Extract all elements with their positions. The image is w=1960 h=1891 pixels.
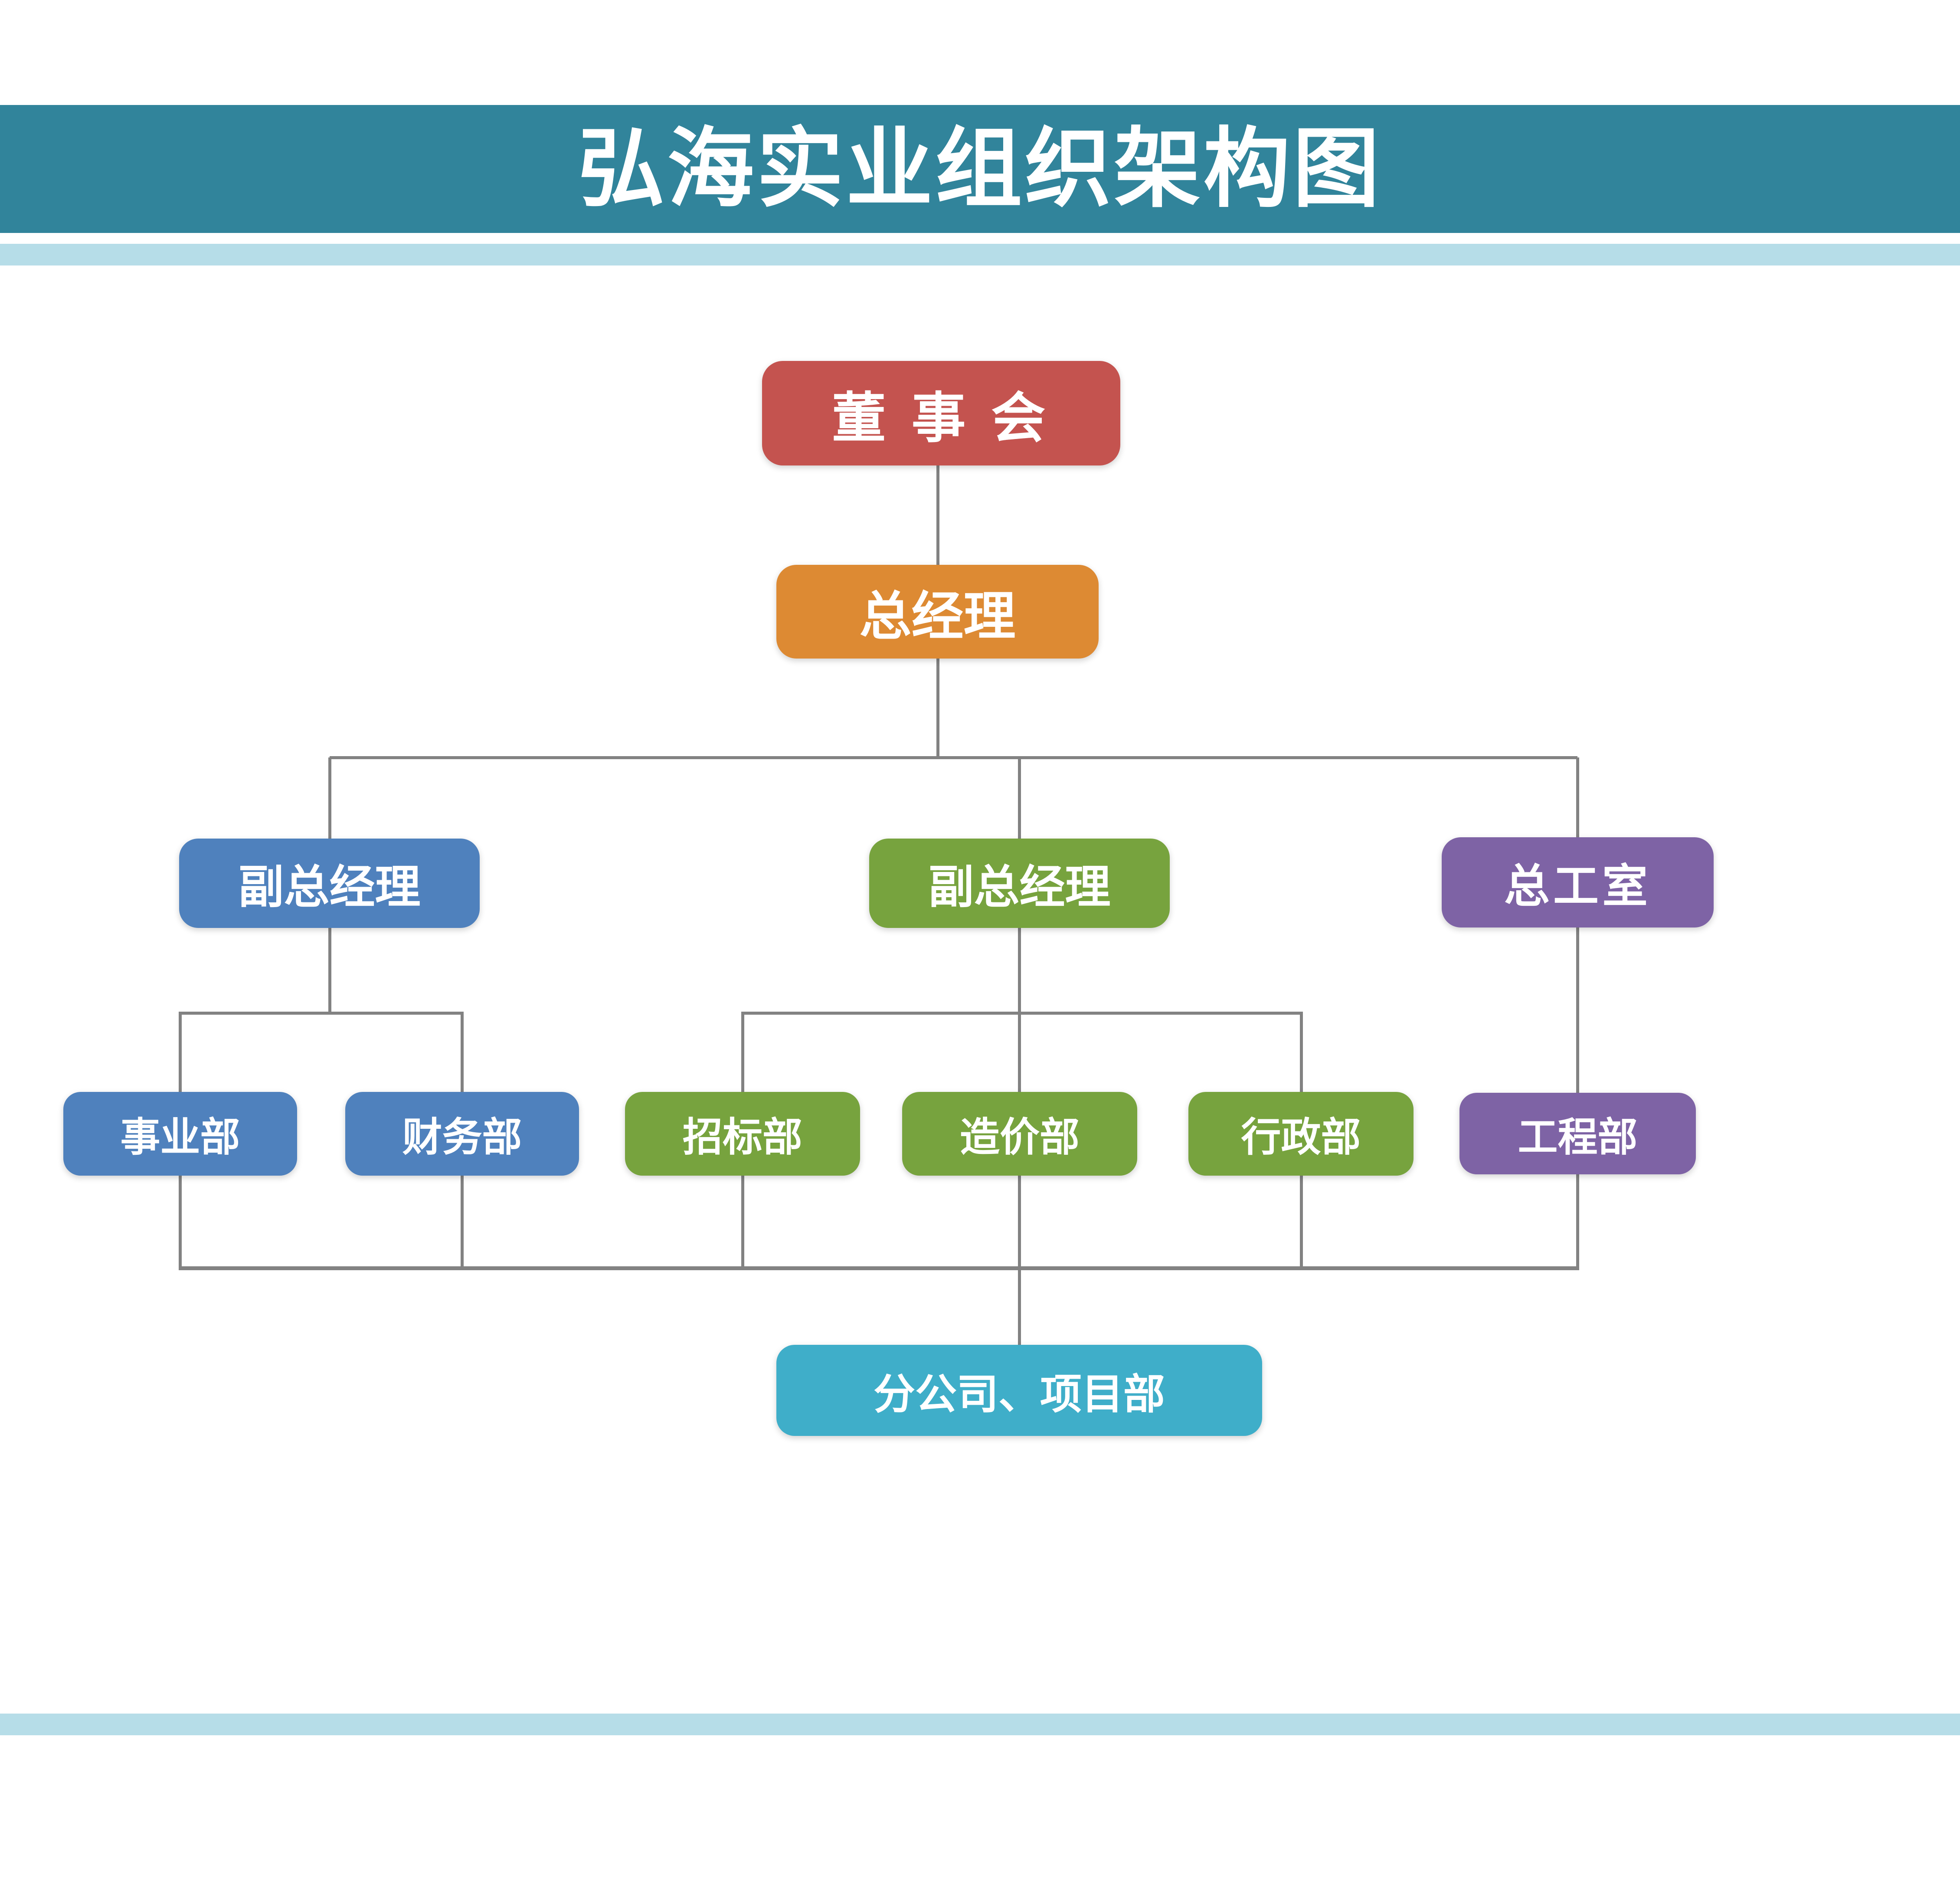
node-chief-engineer-office-label: 总工室 <box>1504 861 1651 912</box>
node-dept-cost-label: 造价部 <box>959 1115 1080 1160</box>
node-general-manager: 总经理 <box>776 565 1099 659</box>
node-dept-business-label: 事业部 <box>120 1115 240 1160</box>
node-dept-admin-label: 行政部 <box>1241 1115 1361 1160</box>
connector-line <box>1300 1012 1303 1093</box>
node-branch: 分公司、项目部 <box>776 1345 1262 1436</box>
node-deputy-gm-mid: 副总经理 <box>869 839 1170 928</box>
connector-line <box>179 1012 182 1093</box>
node-deputy-gm-mid-label: 副总经理 <box>928 862 1111 913</box>
node-board-label: 董 事 会 <box>831 388 1051 449</box>
connector-line <box>743 1012 1303 1015</box>
node-dept-engineering: 工程部 <box>1459 1093 1696 1174</box>
connector-line <box>1300 1176 1303 1268</box>
connector-line <box>328 928 331 1015</box>
node-board: 董 事 会 <box>762 361 1120 465</box>
node-chief-engineer-office: 总工室 <box>1442 837 1714 927</box>
node-dept-bidding: 招标部 <box>625 1092 860 1176</box>
node-dept-finance: 财务部 <box>345 1092 579 1176</box>
node-dept-admin: 行政部 <box>1188 1092 1414 1176</box>
node-general-manager-label: 总经理 <box>859 587 1016 646</box>
node-dept-cost: 造价部 <box>902 1092 1137 1176</box>
node-branch-label: 分公司、项目部 <box>874 1371 1165 1418</box>
connector-line <box>461 1176 464 1268</box>
connector-line <box>179 1176 182 1268</box>
connector-line <box>741 1176 744 1268</box>
connector-line <box>328 757 331 840</box>
connector-line <box>1018 757 1021 840</box>
bottom-stripe <box>0 1714 1960 1735</box>
top-stripe <box>0 244 1960 265</box>
connector-line <box>461 1012 464 1093</box>
title-band: 弘海实业组织架构图 <box>0 105 1960 233</box>
connector-line <box>1018 1176 1021 1268</box>
node-dept-engineering-label: 工程部 <box>1518 1115 1638 1160</box>
connector-line <box>1576 757 1579 839</box>
connector-line <box>180 1012 464 1015</box>
connector-line <box>179 1266 1579 1270</box>
page-title: 弘海实业组织架构图 <box>578 120 1382 217</box>
node-dept-business: 事业部 <box>63 1092 297 1176</box>
connector-line <box>1018 928 1021 1015</box>
node-deputy-gm-left: 副总经理 <box>179 839 480 928</box>
connector-line <box>936 465 939 565</box>
connector-line <box>1576 1174 1579 1268</box>
connector-line <box>741 1012 744 1093</box>
connector-line <box>1018 1270 1021 1346</box>
node-dept-finance-label: 财务部 <box>402 1115 522 1160</box>
connector-line <box>1018 1012 1021 1093</box>
node-dept-bidding-label: 招标部 <box>682 1115 802 1160</box>
connector-line <box>1576 927 1579 1094</box>
node-deputy-gm-left-label: 副总经理 <box>238 862 421 913</box>
connector-line <box>936 659 939 759</box>
connector-line <box>330 756 1577 759</box>
